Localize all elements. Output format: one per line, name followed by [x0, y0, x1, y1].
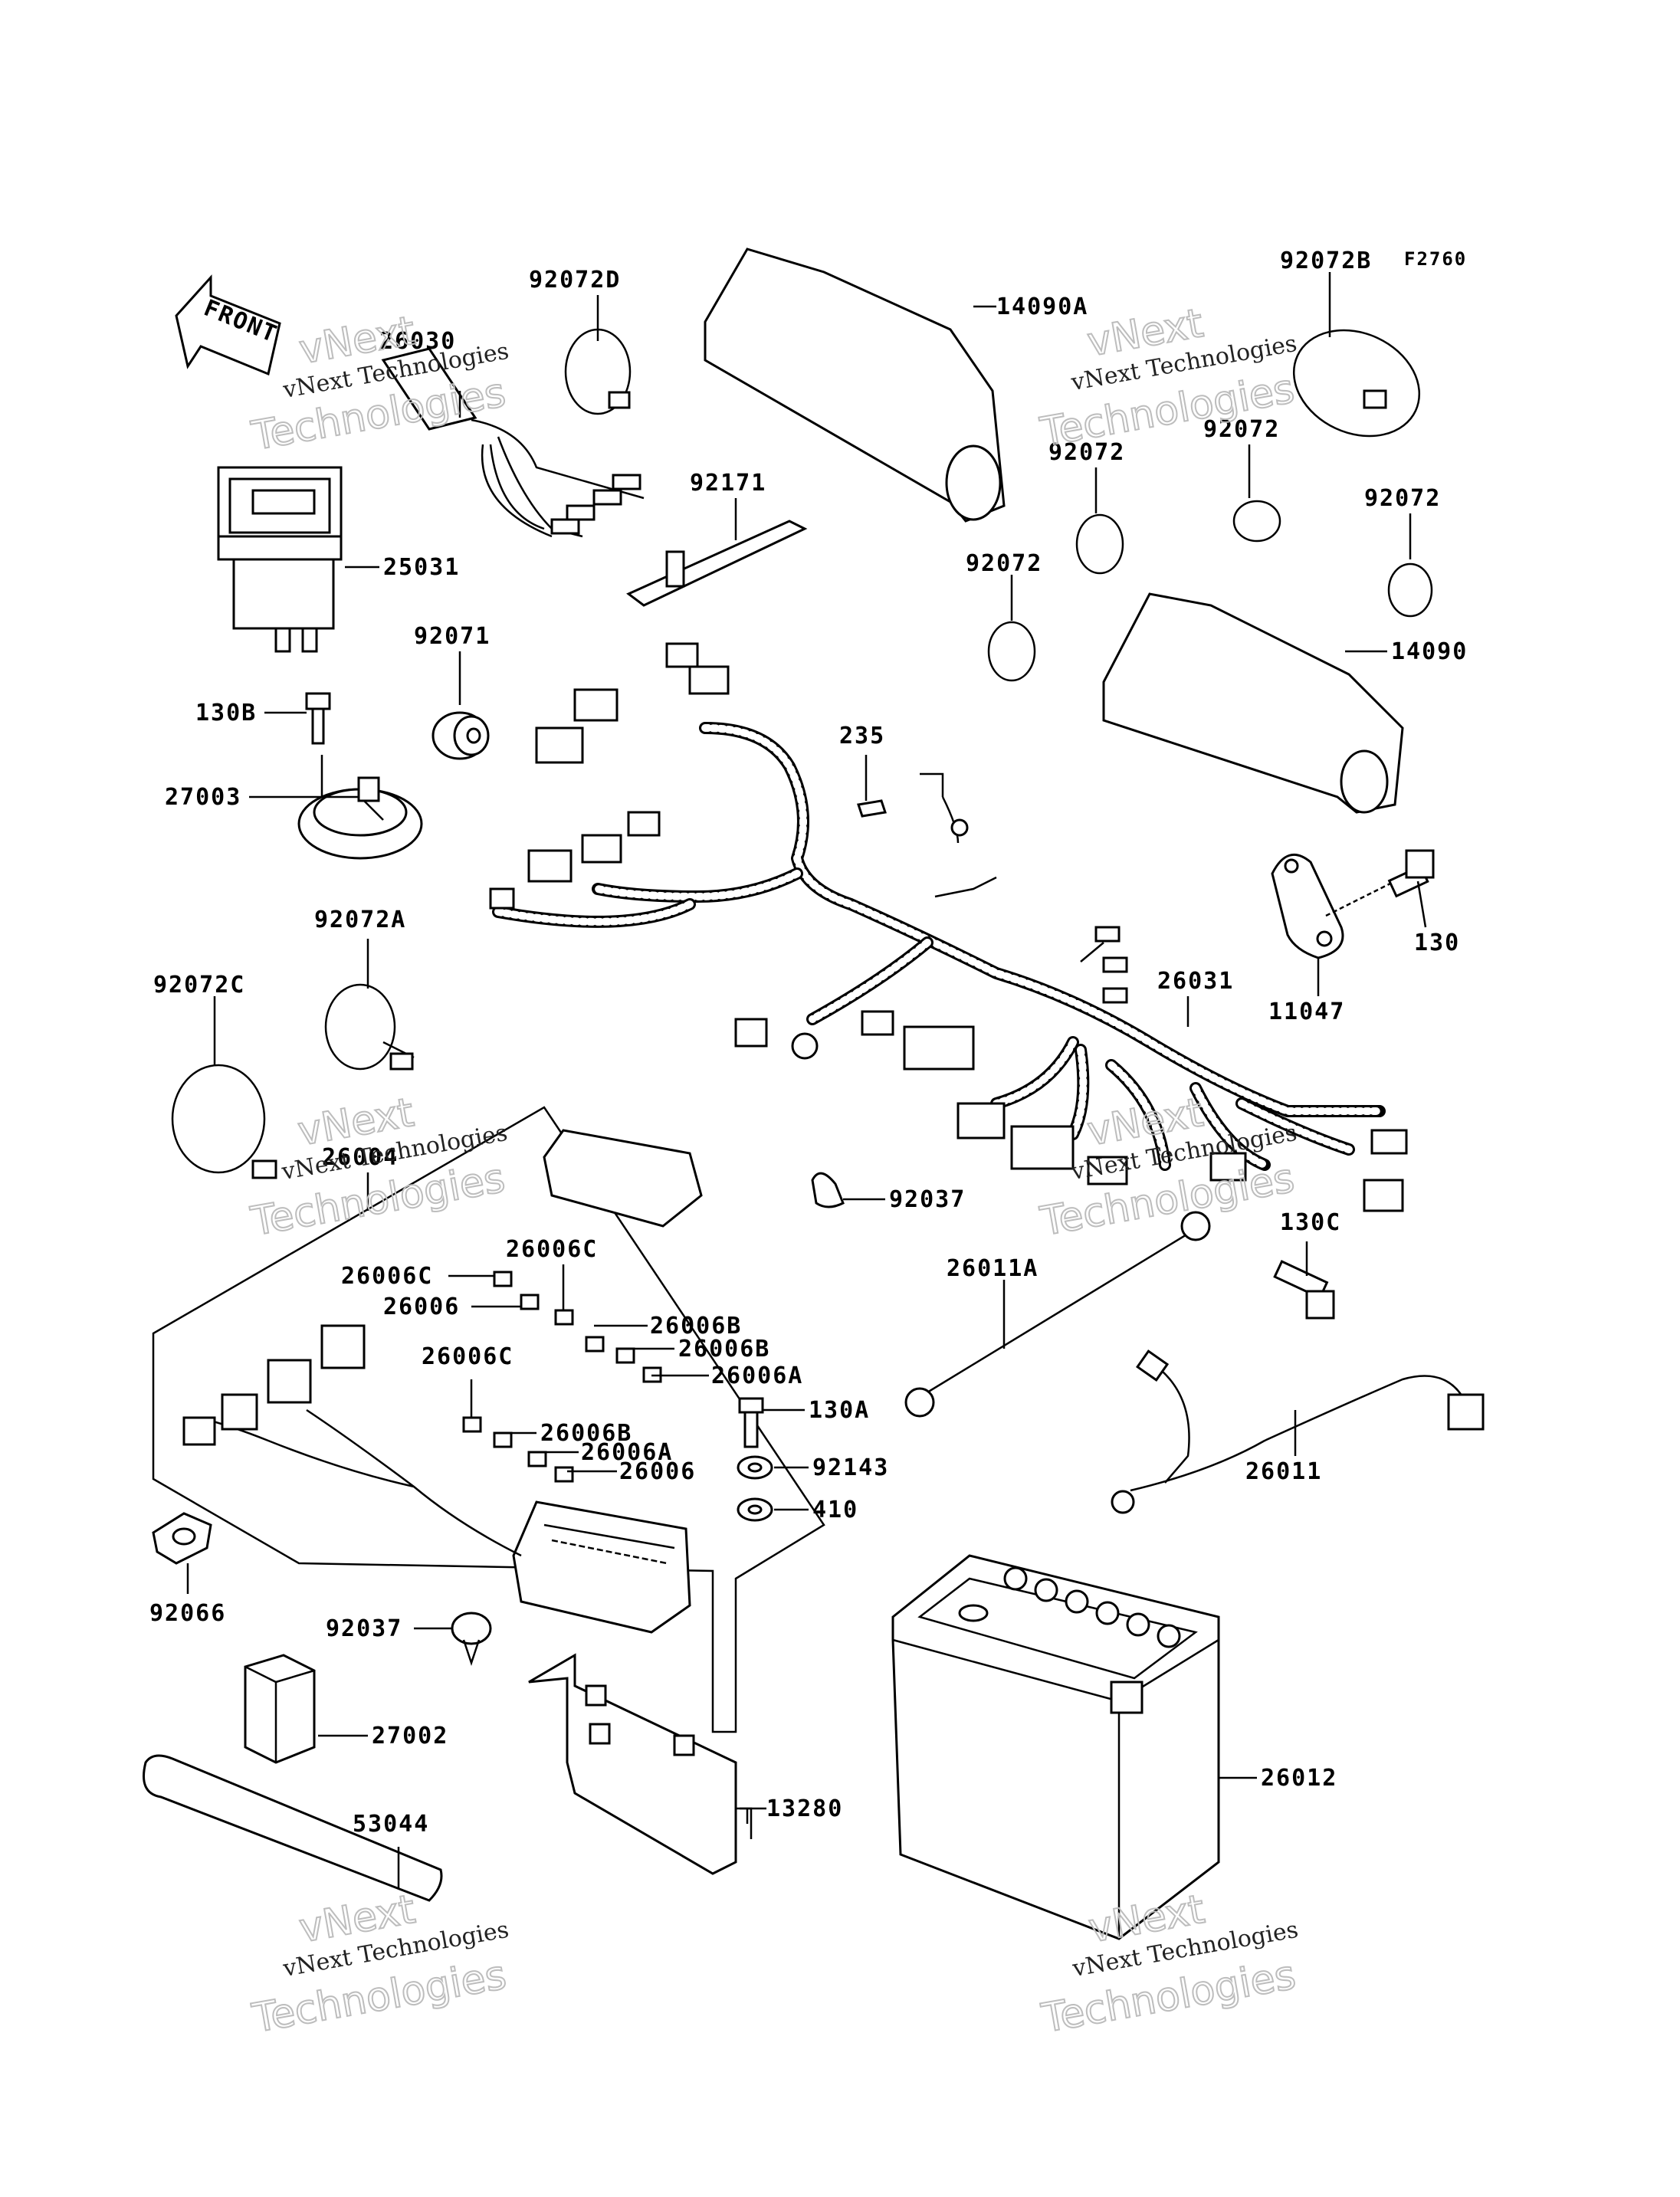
label-92072c: 92072C — [153, 972, 245, 998]
band-clamp-92072-1 — [1075, 467, 1124, 575]
label-92143: 92143 — [812, 1454, 889, 1481]
hour-meter-25031 — [217, 466, 379, 653]
sub-harness-26030 — [381, 347, 645, 538]
label-26030: 26030 — [379, 328, 456, 355]
label-92072-4: 92072 — [966, 550, 1042, 577]
label-26006a-2: 26006A — [581, 1439, 673, 1466]
front-arrow-icon: FRONT — [175, 274, 281, 376]
label-26031: 26031 — [1157, 968, 1234, 995]
junction-box-group-26004 — [152, 1106, 825, 1733]
label-130: 130 — [1414, 930, 1460, 956]
label-92072a: 92072A — [314, 907, 406, 933]
label-53044: 53044 — [353, 1811, 429, 1838]
label-26006c-3: 26006C — [422, 1343, 514, 1370]
clip-92037-upper — [811, 1172, 885, 1208]
band-clamp-92072-3 — [1387, 513, 1433, 618]
plate-11047 — [1271, 854, 1396, 996]
cover-14090 — [1102, 592, 1404, 814]
band-clamp-92072-2 — [1232, 444, 1281, 543]
label-26006b-1: 26006B — [650, 1313, 742, 1340]
watermark-mid-left: vNext vNext Technologies Technologies — [247, 1089, 510, 1246]
label-26004: 26004 — [322, 1144, 399, 1171]
relay-27002 — [244, 1654, 368, 1764]
bracket-13280 — [528, 1653, 766, 1875]
bolt-130c — [1273, 1241, 1335, 1320]
label-130c: 130C — [1280, 1209, 1341, 1236]
label-26011a: 26011A — [947, 1255, 1039, 1282]
label-11047: 11047 — [1268, 998, 1345, 1025]
band-clamp-92072a — [324, 939, 415, 1071]
label-14090: 14090 — [1391, 638, 1468, 665]
label-92037-upper: 92037 — [889, 1186, 966, 1213]
label-235: 235 — [839, 723, 885, 749]
label-26006b-2: 26006B — [678, 1336, 770, 1362]
screw-235 — [857, 755, 887, 818]
fuse-set — [448, 1264, 709, 1483]
label-92072d: 92072D — [529, 267, 621, 293]
washer-92143 — [737, 1455, 809, 1480]
grommet-92071 — [431, 651, 490, 760]
band-clamp-92072d — [564, 295, 632, 415]
horn-27003 — [249, 755, 423, 860]
label-26006-2: 26006 — [619, 1458, 696, 1485]
label-27003: 27003 — [165, 784, 241, 811]
label-26011: 26011 — [1245, 1458, 1322, 1485]
figure-code: F2760 — [1404, 248, 1467, 270]
battery-cable-26011 — [1111, 1349, 1485, 1514]
label-92072-3: 92072 — [1364, 485, 1441, 512]
bolt-130 — [1387, 849, 1435, 928]
tube-53044 — [143, 1754, 443, 1902]
main-harness-26031 — [489, 642, 1408, 1212]
cover-14090a — [704, 248, 1006, 523]
label-26006a-1: 26006A — [711, 1362, 803, 1389]
label-26006b-3: 26006B — [540, 1420, 632, 1447]
bracket-92171 — [626, 498, 808, 607]
label-13280: 13280 — [766, 1795, 843, 1822]
label-92072b: 92072B — [1280, 248, 1372, 274]
label-92066: 92066 — [149, 1600, 226, 1627]
label-92072-1: 92072 — [1048, 439, 1125, 466]
label-410: 410 — [812, 1497, 858, 1523]
watermark-bottom-left: vNext vNext Technologies Technologies — [248, 1886, 511, 2043]
clip-92037-lower — [414, 1612, 492, 1666]
label-14090a: 14090A — [996, 293, 1088, 320]
label-92071: 92071 — [414, 623, 491, 650]
watermark-top-left: vNext vNext Technologies Technologies — [248, 307, 511, 461]
battery-26012 — [891, 1554, 1257, 1940]
band-clamp-92072-4 — [987, 575, 1036, 682]
bolt-130b — [264, 692, 331, 745]
label-26006c-2: 26006C — [506, 1236, 598, 1263]
label-130a: 130A — [809, 1397, 870, 1424]
label-27002: 27002 — [372, 1723, 448, 1749]
label-25031: 25031 — [383, 554, 460, 581]
bolt-130a — [738, 1397, 805, 1448]
battery-cable-26011a — [904, 1211, 1211, 1418]
label-26006-1: 26006 — [383, 1294, 460, 1320]
washer-410 — [737, 1497, 809, 1522]
label-26012: 26012 — [1261, 1765, 1337, 1792]
label-92171: 92171 — [690, 470, 766, 497]
label-130b: 130B — [195, 700, 257, 726]
label-92037-lower: 92037 — [326, 1615, 402, 1642]
label-26006c-1: 26006C — [341, 1263, 433, 1290]
band-clamp-92072b — [1292, 272, 1421, 438]
band-clamp-92072c — [171, 996, 277, 1179]
label-92072-2: 92072 — [1203, 416, 1280, 443]
grommet-92066 — [152, 1512, 212, 1594]
